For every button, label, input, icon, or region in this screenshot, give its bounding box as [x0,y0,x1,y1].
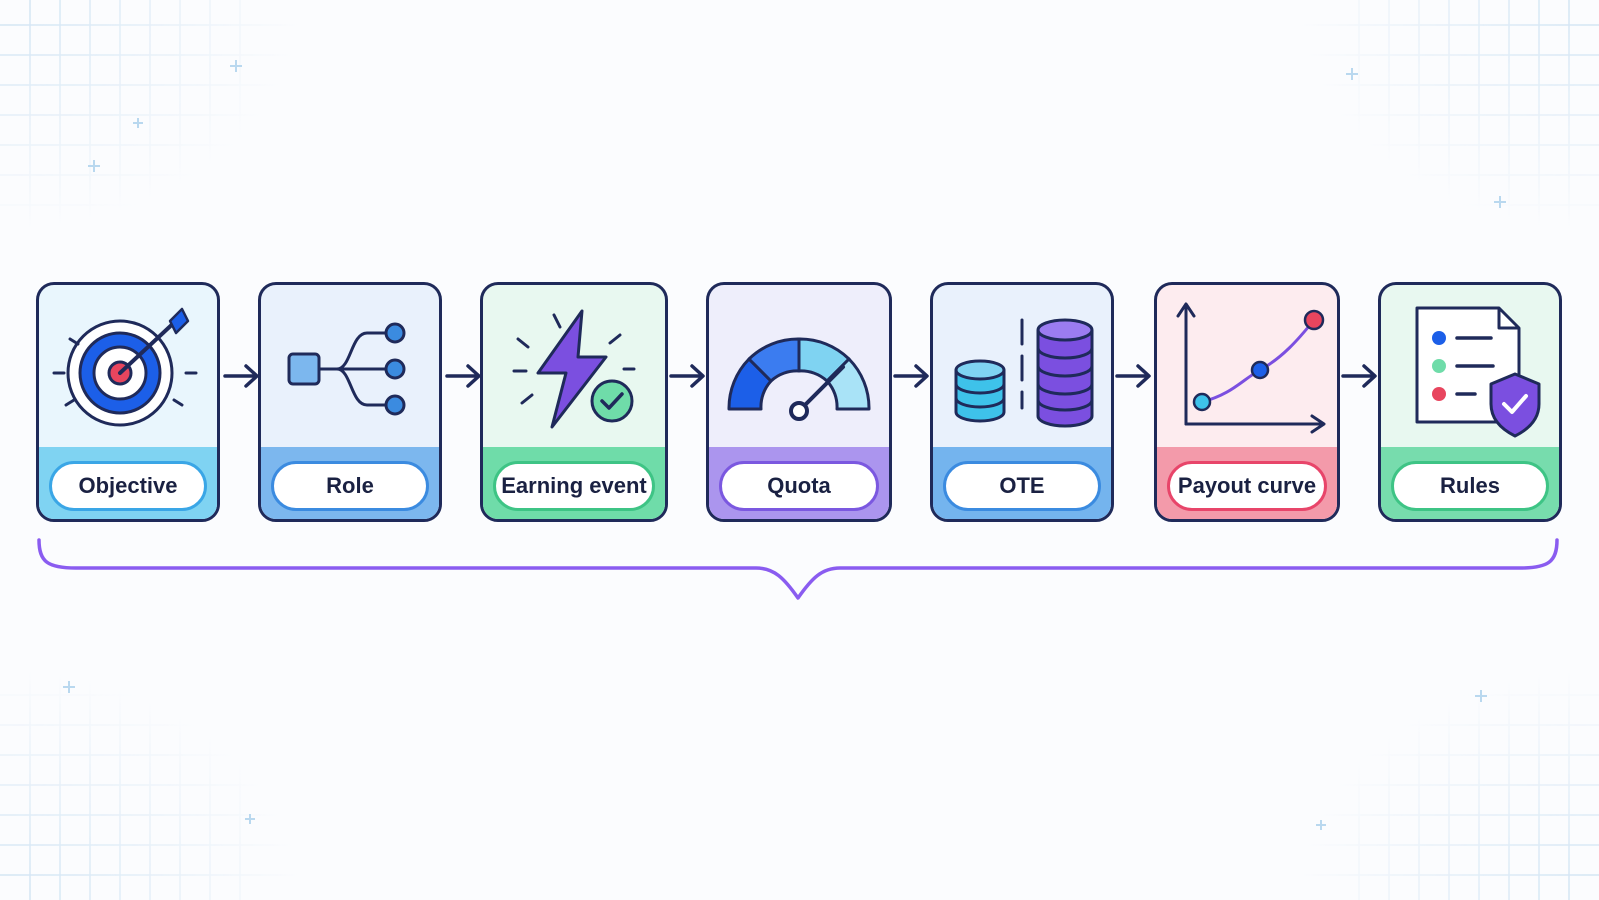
arrow-right-icon [892,362,932,390]
background-grid-bottom-right [1299,670,1599,900]
background-grid-bottom-left [0,670,300,900]
background-grid-top-right [1299,0,1599,230]
step-card-role: Role [258,282,442,522]
step-label-role: Role [271,461,429,511]
step-card-objective: Objective [36,282,220,522]
checklist-shield-icon [1415,306,1541,438]
arrow-right-icon [1114,362,1154,390]
arrow-right-icon [444,362,484,390]
step-label-rules: Rules [1391,461,1549,511]
arrow-right-icon [222,362,262,390]
coin-stacks-icon [954,318,1094,428]
rising-curve-chart-icon [1176,302,1326,434]
arrow-right-icon [1340,362,1380,390]
step-label-earning-event: Earning event [493,461,655,511]
step-card-quota: Quota [706,282,892,522]
step-card-earning-event: Earning event [480,282,668,522]
arrow-right-icon [668,362,708,390]
step-card-rules: Rules [1378,282,1562,522]
target-arrow-icon [52,307,198,427]
branch-nodes-icon [287,322,406,416]
gauge-icon [727,337,871,421]
background-grid-top-left [0,0,300,230]
lightning-check-icon [512,309,636,429]
grouping-brace [36,536,1560,610]
step-label-objective: Objective [49,461,207,511]
step-label-quota: Quota [719,461,879,511]
step-label-payout-curve: Payout curve [1167,461,1327,511]
step-card-ote: OTE [930,282,1114,522]
step-card-payout-curve: Payout curve [1154,282,1340,522]
step-label-ote: OTE [943,461,1101,511]
